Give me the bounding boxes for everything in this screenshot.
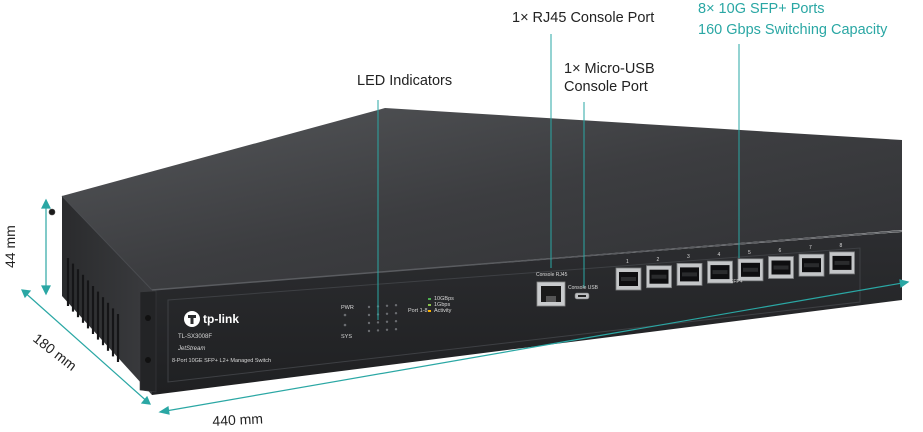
led-port — [394, 320, 398, 323]
dimension-height: 44 mm — [2, 225, 18, 268]
led-sys — [343, 323, 347, 327]
led-port — [385, 320, 389, 323]
led-port — [367, 313, 371, 317]
sfp-port — [829, 251, 855, 275]
series-label: JetStream — [178, 346, 206, 352]
led-port — [385, 328, 389, 331]
led-pwr — [343, 313, 347, 317]
sfp-port — [646, 265, 672, 289]
model-label: TL-SX3008F — [178, 334, 213, 340]
led-port — [376, 321, 380, 324]
led-port — [367, 329, 371, 333]
led-legend — [428, 298, 431, 312]
sfp-port — [798, 253, 825, 277]
sfp-port — [707, 260, 733, 284]
callout-rj45-console: 1× RJ45 Console Port — [512, 10, 655, 26]
brand-logo-text: tp-link — [203, 312, 239, 326]
led-port — [367, 305, 371, 309]
callout-sfp-ports: 8× 10G SFP+ Ports — [698, 1, 825, 17]
callout-leaders — [377, 34, 740, 320]
sfp-port-number: 7 — [809, 245, 812, 252]
callout-led-indicators: LED Indicators — [357, 73, 453, 89]
sfp-port-number: 4 — [717, 252, 721, 259]
sfp-port — [737, 258, 764, 282]
led-legend-10g: 10GBps — [434, 296, 454, 302]
sfp-port-number: 2 — [656, 256, 660, 263]
console-rj45-label: Console RJ45 — [536, 272, 568, 278]
led-legend-activity: Activity — [434, 308, 452, 314]
chassis-top — [62, 108, 902, 290]
led-indicator-grid — [343, 304, 398, 333]
led-port — [385, 304, 389, 307]
led-legend-1g: 1Gbps — [434, 302, 451, 308]
sfp-port-number: 6 — [778, 247, 782, 254]
callout-switching-capacity: 160 Gbps Switching Capacity — [698, 22, 888, 38]
device-description: 8-Port 10GE SFP+ L2+ Managed Switch — [172, 358, 272, 364]
sys-label-pwr: PWR — [341, 305, 354, 311]
sfp-port-number: 8 — [839, 242, 843, 249]
console-usb-label: Console USB — [568, 285, 599, 291]
led-port — [376, 329, 380, 332]
sfp-label: SFP+ — [730, 279, 743, 285]
chassis-side — [62, 196, 152, 395]
sfp-port — [615, 267, 642, 291]
led-port — [394, 304, 398, 307]
sfp-port-group — [615, 251, 855, 291]
rack-ear — [139, 290, 157, 393]
micro-usb-console-port — [574, 292, 590, 300]
sys-label-sys: SYS — [341, 334, 353, 340]
callout-micro-usb-line1: 1× Micro-USB — [564, 61, 655, 77]
led-port — [394, 312, 398, 315]
callout-micro-usb-line2: Console Port — [564, 79, 648, 95]
sfp-port-number: 1 — [626, 259, 629, 265]
sfp-port — [676, 262, 703, 286]
screw-icon — [48, 208, 56, 216]
dimension-width: 440 mm — [212, 410, 264, 429]
led-port — [367, 321, 371, 325]
led-port — [385, 312, 389, 315]
rj45-console-port — [536, 281, 566, 307]
sfp-port-number: 5 — [748, 249, 751, 256]
dimension-lines — [21, 198, 910, 415]
port-group-label: Port 1-8 — [408, 308, 428, 314]
sfp-port-number: 3 — [687, 254, 690, 261]
sfp-port — [768, 256, 794, 279]
led-port — [394, 328, 398, 331]
side-vents — [66, 258, 120, 362]
front-bezel — [167, 247, 861, 383]
